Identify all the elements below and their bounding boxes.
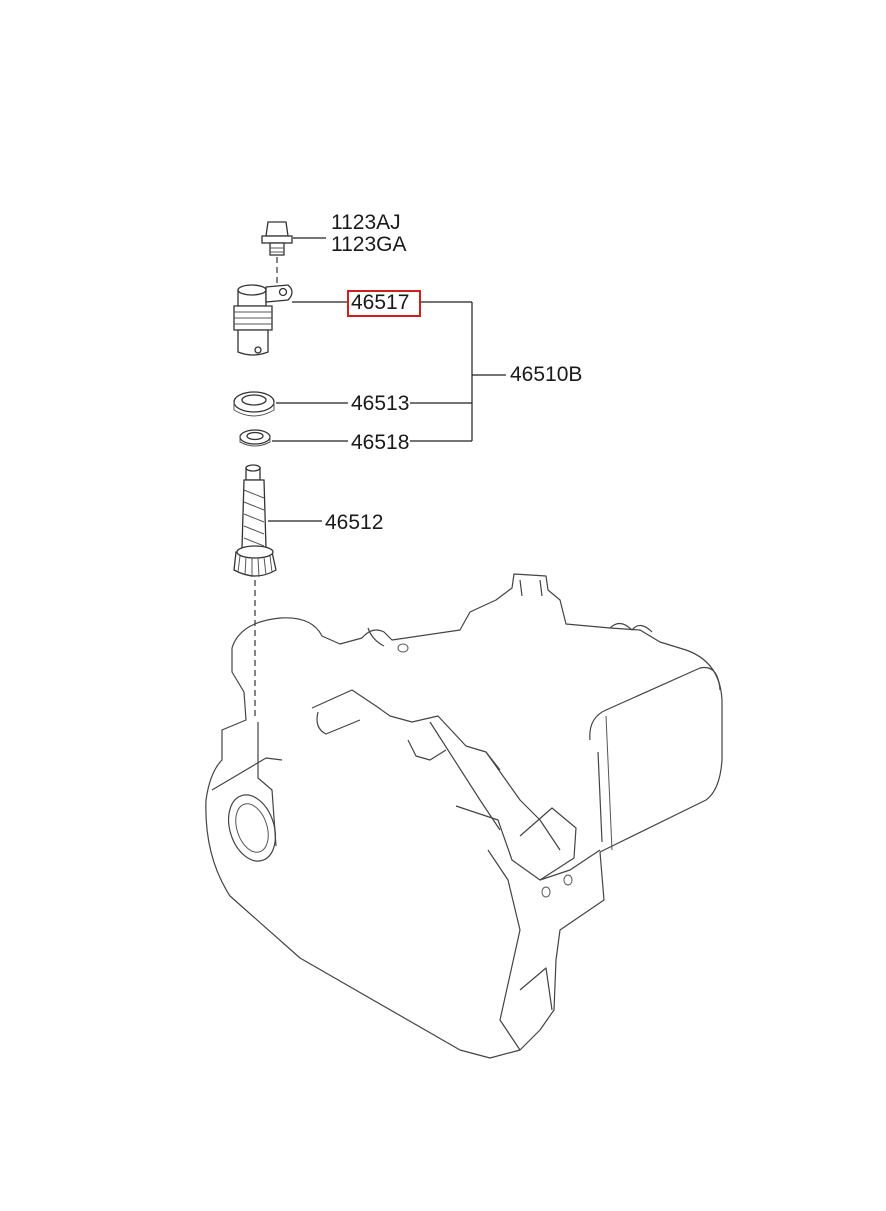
highlight-box <box>347 290 421 317</box>
label-sensor[interactable]: 46517 <box>351 291 410 314</box>
transaxle-housing <box>205 573 723 1059</box>
label-driven-gear[interactable]: 46512 <box>325 511 384 534</box>
driven-gear-part[interactable] <box>233 464 277 578</box>
label-assembly[interactable]: 46510B <box>510 363 583 386</box>
oring-small-part[interactable] <box>239 429 271 447</box>
label-bolt-1123ga[interactable]: 1123GA <box>331 233 407 256</box>
assembly-bracket <box>410 301 506 442</box>
label-oring-small[interactable]: 46518 <box>351 431 410 454</box>
label-bolt-1123aj[interactable]: 1123AJ <box>331 211 401 234</box>
oring-large-part[interactable] <box>233 391 275 417</box>
speed-sensor-part[interactable] <box>233 284 293 356</box>
bolt-part[interactable] <box>261 221 293 256</box>
label-oring-large[interactable]: 46513 <box>351 392 410 415</box>
